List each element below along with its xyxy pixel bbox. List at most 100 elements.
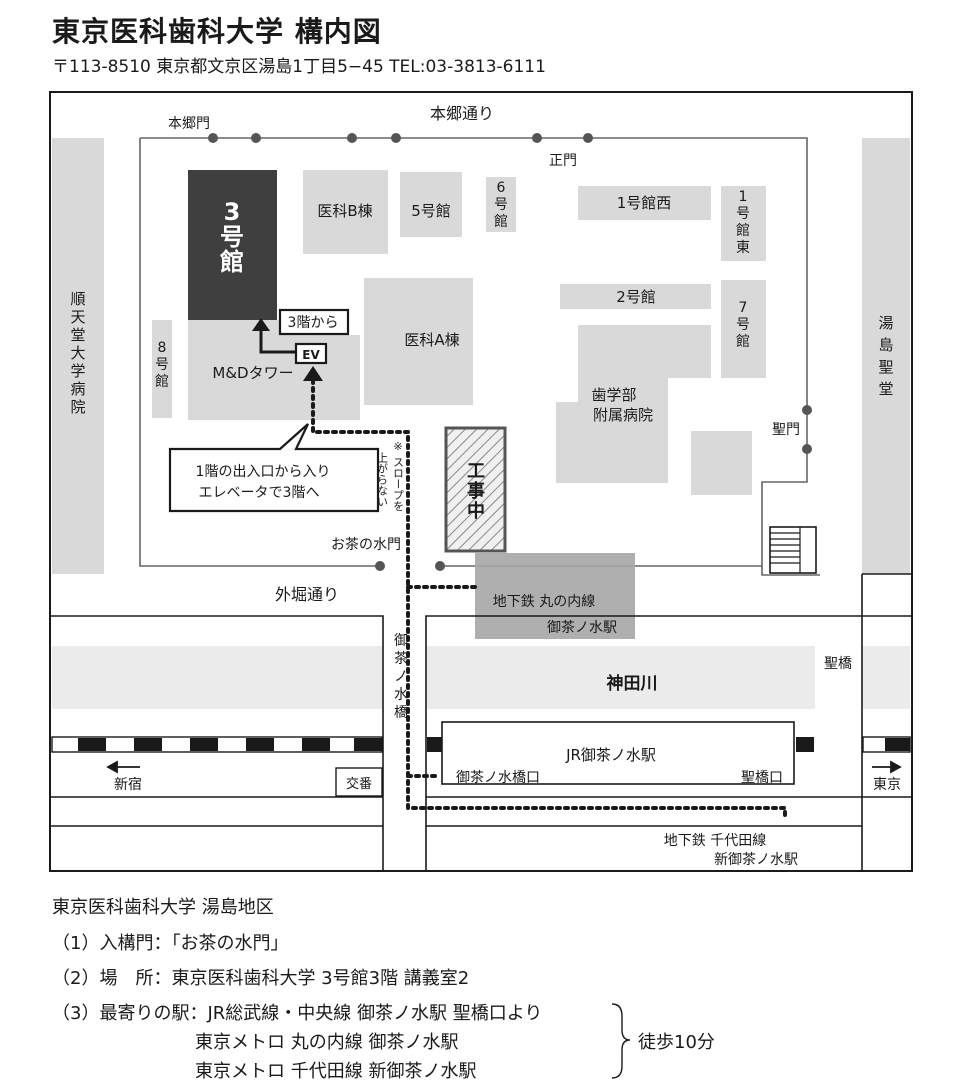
from-3f-box [278, 308, 350, 336]
campus-boundary [140, 137, 820, 576]
label-juntendo-l4: 大 [70, 344, 85, 362]
label-bldg7-l2: 号 [736, 317, 750, 333]
walking-route [311, 378, 787, 820]
label-construction-l1: 工 [467, 461, 485, 482]
label-ochanomizubashi-exit: 御茶ノ水橋口 [456, 770, 540, 786]
ev-box [294, 342, 328, 365]
label-bldg7-l3: 館 [736, 333, 750, 350]
label-tokyo: 東京 [873, 777, 901, 793]
stairs-steps [770, 527, 801, 573]
building-2 [560, 284, 711, 309]
label-seido-l4: 堂 [878, 380, 893, 398]
juntendo-hospital [52, 138, 104, 574]
label-ev: EV [302, 348, 320, 362]
label-bldg1-east-l4: 東 [736, 240, 750, 256]
label-seido-l1: 湯 [878, 314, 893, 332]
info-walk-time: 徒歩10分 [638, 1032, 715, 1053]
label-from-3f: 3階から [288, 315, 339, 331]
building-dental-hospital [556, 325, 711, 483]
label-dental-l1: 歯学部 [591, 386, 636, 404]
label-main-gate: 正門 [549, 153, 577, 169]
yushima-seido [862, 138, 910, 574]
label-marunouchi-station: 御茶ノ水駅 [547, 620, 617, 636]
label-kanda-river: 神田川 [607, 673, 658, 694]
label-medical-b: 医科B棟 [317, 202, 372, 220]
label-bldg6-l3: 館 [494, 213, 508, 230]
label-bldg1-east-l1: 1 [739, 189, 748, 205]
label-bldg8-l2: 号 [155, 357, 169, 373]
jr-station-building [441, 721, 795, 785]
building-5 [400, 172, 462, 237]
label-ochanomizubashi-l5: 橋 [394, 705, 408, 721]
building-8 [152, 320, 172, 418]
address-line: 〒113-8510 東京都文京区湯島1丁目5−45 TEL:03-3813-61… [52, 57, 546, 77]
label-seido-l3: 聖 [878, 358, 893, 376]
label-ochanomizubashi-l3: ノ [394, 669, 408, 685]
label-construction-l2: 事 [467, 480, 485, 502]
label-bldg5: 5号館 [411, 202, 451, 220]
building-medical-a [364, 278, 473, 405]
label-bldg6-l2: 号 [494, 197, 508, 213]
label-medical-a: 医科A棟 [404, 331, 459, 349]
info-metro-chiyoda: 東京メトロ 千代田線 新御茶ノ水駅 [195, 1061, 477, 1082]
label-koban: 交番 [346, 776, 372, 792]
street-grid [50, 573, 912, 871]
label-bldg3-l1: 3 [224, 198, 241, 226]
label-dental-l2: 附属病院 [593, 406, 653, 424]
label-hijiribashi-l1: 聖橋 [824, 656, 852, 672]
label-bldg7-l1: 7 [739, 300, 748, 316]
building-annex [691, 431, 752, 495]
info-venue: （2）場 所：東京医科歯科大学 3号館3階 講義室2 [52, 968, 470, 989]
label-ochanomizubashi-l4: 水 [394, 687, 408, 703]
entrance-callout [168, 423, 380, 513]
label-bldg6-l1: 6 [497, 180, 506, 196]
direction-arrows [106, 760, 902, 774]
info-nearest-station: （3）最寄りの駅：JR総武線・中央線 御茶ノ水駅 聖橋口より [52, 1003, 543, 1024]
label-juntendo-l2: 天 [70, 308, 85, 326]
label-juntendo-l1: 順 [70, 290, 85, 308]
label-chiyoda: 地下鉄 千代田線 [664, 833, 766, 849]
label-juntendo-l3: 堂 [70, 326, 85, 344]
info-campus: 東京医科歯科大学 湯島地区 [52, 897, 274, 918]
label-juntendo-l7: 院 [70, 398, 85, 416]
label-md-tower: M&Dタワー [212, 364, 293, 382]
label-hongo-gate: 本郷門 [168, 116, 210, 132]
label-hijiri-gate: 聖門 [772, 422, 800, 438]
label-marunouchi: 地下鉄 丸の内線 [493, 594, 595, 610]
building-6 [486, 177, 516, 232]
label-slope-l1: ※ スロープを [392, 440, 405, 512]
label-bldg3-l2: 号 [220, 223, 244, 251]
marunouchi-station-area [475, 553, 635, 639]
kanda-river [427, 646, 815, 709]
info-metro-marunouchi: 東京メトロ 丸の内線 御茶ノ水駅 [195, 1032, 459, 1053]
label-ochanomizubashi-l1: 御 [394, 633, 408, 649]
label-construction-l3: 中 [467, 500, 485, 522]
campus-boundary-west [139, 138, 380, 567]
jr-railway [51, 736, 911, 753]
label-hijiribashi-exit: 聖橋口 [741, 770, 783, 786]
label-bldg8-l3: 館 [155, 373, 169, 390]
label-ochanomizubashi-l2: 茶 [394, 651, 408, 667]
kanda-river-west [52, 646, 382, 709]
label-juntendo-l5: 学 [70, 362, 85, 380]
label-callout-l1: 1階の出入口から入り [196, 464, 331, 480]
walk-brace [611, 1003, 631, 1079]
kanda-river-east [863, 646, 910, 709]
label-bldg8-l1: 8 [158, 340, 167, 356]
label-bldg3-l3: 館 [220, 248, 244, 276]
label-bldg1-west: 1号館西 [617, 194, 672, 212]
koban-box [335, 767, 383, 797]
label-shin-ochanomizu: 新御茶ノ水駅 [714, 852, 798, 868]
label-seido-l2: 島 [878, 336, 893, 354]
construction-site [444, 426, 507, 553]
label-jr-station: JR御茶ノ水駅 [565, 746, 656, 764]
label-ochanomizu-gate: お茶の水門 [331, 537, 401, 553]
label-hongo-road: 本郷通り [430, 104, 494, 123]
building-3-target [188, 170, 277, 320]
building-1-east [721, 186, 766, 261]
gate-markers [208, 133, 812, 571]
label-slope-l2: 上がらない [376, 452, 389, 507]
building-medical-b [303, 170, 388, 254]
building-1-west [578, 186, 711, 220]
